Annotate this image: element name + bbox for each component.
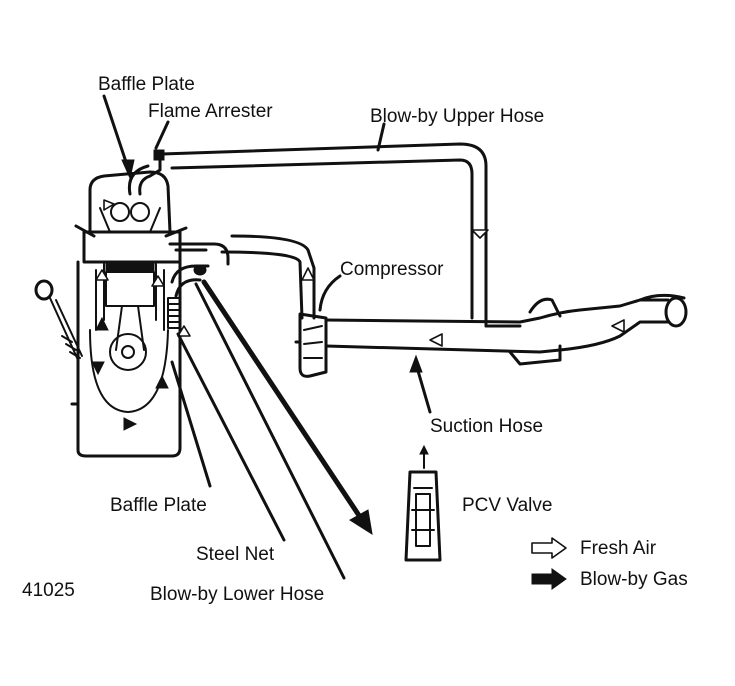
label-suction-hose: Suction Hose [430,416,543,437]
label-baffle-plate-bottom: Baffle Plate [110,495,207,516]
legend-blowby-gas-label: Blow-by Gas [580,569,688,590]
label-compressor: Compressor [340,259,444,280]
label-steel-net: Steel Net [196,544,275,565]
blowby-upper-hose [160,142,489,328]
label-blowby-upper-hose: Blow-by Upper Hose [370,106,544,127]
fresh-air-flow-arrow [95,269,109,281]
fresh-air-flow-arrow [177,325,191,337]
blowby-gas-flow-arrow [91,361,105,376]
blowby-gas-flow-arrow [123,417,138,431]
label-pcv-valve: PCV Valve [462,495,552,516]
blowby-gas-flow-arrow [155,374,169,389]
label-blowby-lower-hose: Blow-by Lower Hose [150,584,324,605]
fresh-air-flow-arrow [301,267,315,281]
compressor [294,312,328,378]
fresh-air-flow-arrow [471,229,489,239]
blowby-lower-hose [167,234,316,329]
legend: Fresh Air Blow-by Gas [531,537,688,590]
engine-flow-arrows [91,199,191,431]
legend-blowby-gas-icon [531,568,567,590]
fresh-air-flow-arrow [429,333,443,347]
label-flame-arrester: Flame Arrester [148,101,273,122]
legend-fresh-air-icon [531,537,567,559]
figure-number: 41025 [22,580,75,601]
fresh-air-flow-arrow [611,319,625,333]
leader-lines [102,94,432,580]
fresh-air-flow-arrow [103,199,115,211]
label-baffle-plate-top: Baffle Plate [98,74,195,95]
blowby-gas-flow-arrow [95,316,109,331]
fresh-air-flow-arrow [151,275,165,287]
legend-fresh-air-label: Fresh Air [580,538,657,559]
intake-duct [324,293,688,366]
dipstick [34,279,83,361]
pcv-valve [404,444,442,562]
